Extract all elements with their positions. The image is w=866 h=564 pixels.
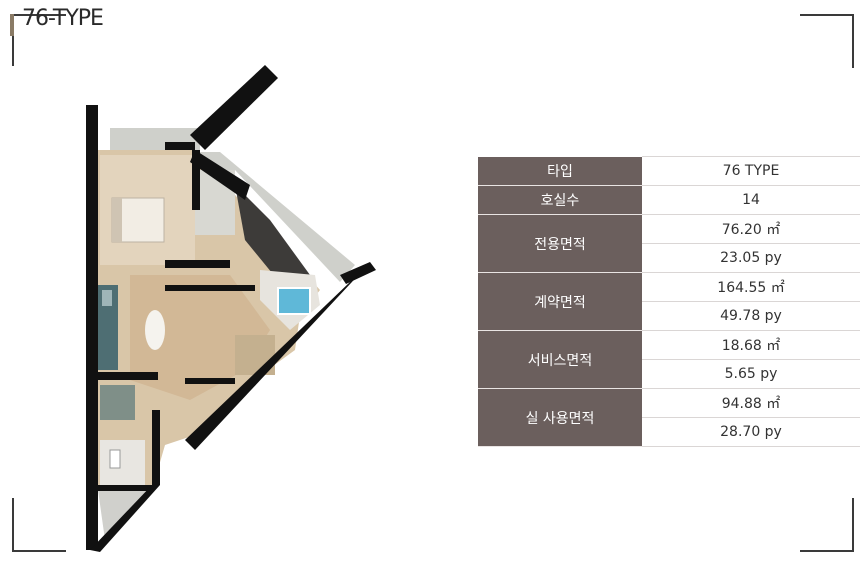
contract-area-py: 49.78 py [642,301,860,331]
corner-mark-top-right [800,14,854,68]
table-row: 서비스면적 18.68 ㎡ [478,330,860,389]
actual-area-label: 실 사용면적 [478,388,642,447]
corner-mark-bottom-left [12,498,66,552]
exclusive-area-label: 전용면적 [478,214,642,273]
table-row: 실 사용면적 94.88 ㎡ [478,388,860,447]
table-row: 타입 76 TYPE [478,156,860,186]
table-row: 28.70 py [478,417,860,447]
exclusive-area-m2: 76.20 ㎡ [642,214,860,244]
corner-mark-top-left [12,14,66,66]
service-area-label: 서비스면적 [478,330,642,389]
service-area-m2: 18.68 ㎡ [642,330,860,360]
table-row: 23.05 py [478,243,860,273]
corner-mark-bottom-right [800,498,854,552]
floor-plan-image [86,65,376,552]
actual-area-m2: 94.88 ㎡ [642,388,860,418]
spec-table: 타입 76 TYPE 호실수 14 전용면적 76.20 ㎡ 23.05 py … [478,156,860,447]
page-title: 76-TYPE [22,6,104,31]
table-row: 5.65 py [478,359,860,389]
table-row: 호실수 14 [478,185,860,215]
table-row: 전용면적 76.20 ㎡ [478,214,860,273]
contract-area-m2: 164.55 ㎡ [642,272,860,302]
table-row: 49.78 py [478,301,860,331]
units-value: 14 [642,185,860,215]
title-accent-bar [10,14,14,36]
type-label: 타입 [478,156,642,186]
exclusive-area-py: 23.05 py [642,243,860,273]
type-value: 76 TYPE [642,156,860,186]
service-area-py: 5.65 py [642,359,860,389]
units-label: 호실수 [478,185,642,215]
contract-area-label: 계약면적 [478,272,642,331]
actual-area-py: 28.70 py [642,417,860,447]
table-row: 계약면적 164.55 ㎡ [478,272,860,331]
